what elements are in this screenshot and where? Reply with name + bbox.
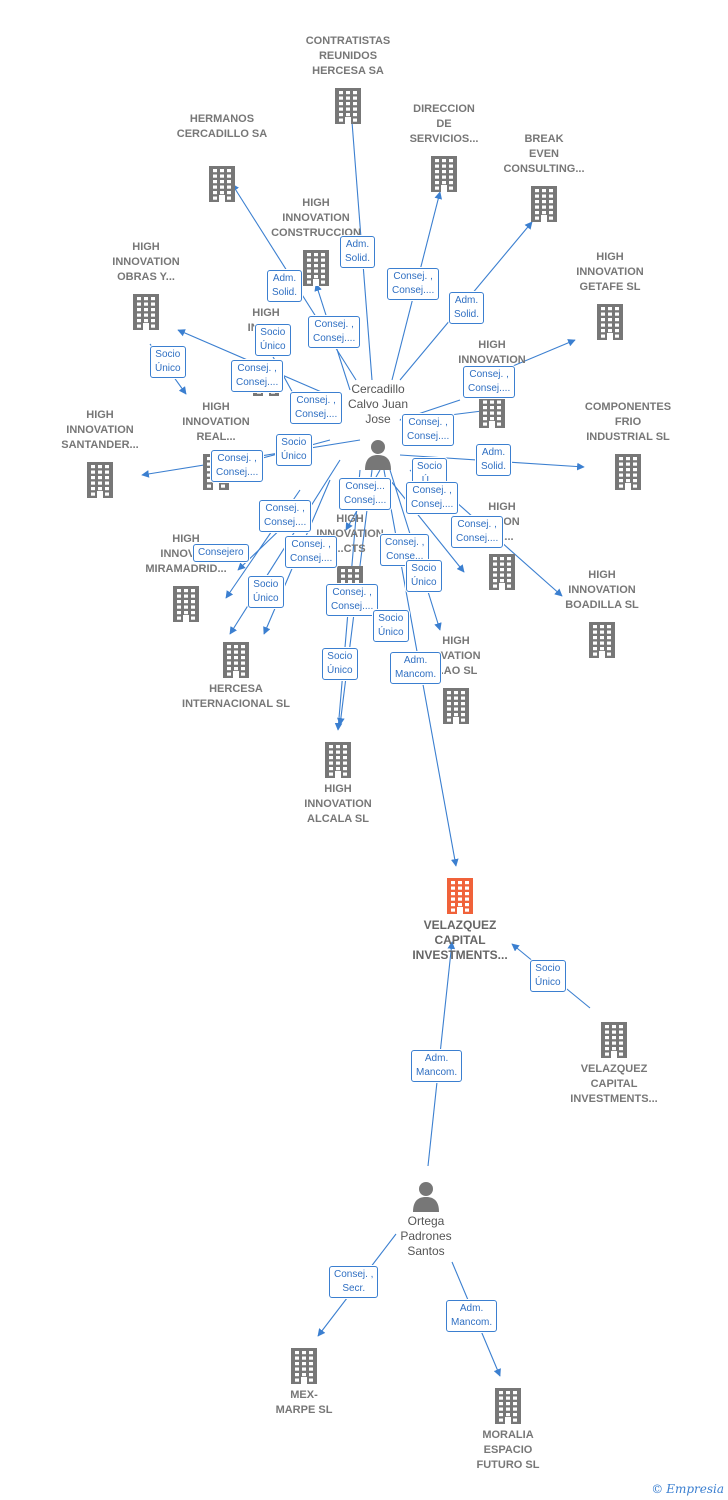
relation-badge[interactable]: Adm. Mancom. — [446, 1300, 498, 1332]
relation-badge[interactable]: Consej. , Secr. — [329, 1266, 379, 1298]
building-icon — [300, 248, 332, 286]
company-label: DIRECCION DE SERVICIOS... — [409, 103, 479, 145]
brand-footer[interactable]: ©Empresia — [651, 1482, 724, 1496]
building-icon — [428, 154, 460, 192]
relation-badge[interactable]: Adm. Solid. — [267, 270, 303, 302]
relation-badge[interactable]: Consej. , Consej.... — [285, 536, 338, 568]
relation-badge[interactable]: Socio Único — [276, 434, 312, 466]
relation-badge[interactable]: Socio Único — [322, 648, 358, 680]
relation-badge[interactable]: Socio Único — [248, 576, 284, 608]
company-label: BREAK EVEN CONSULTING... — [503, 133, 585, 175]
company-label: HERCESA INTERNACIONAL SL — [182, 683, 290, 710]
relation-badge[interactable]: Consej. , Consej.... — [290, 392, 343, 424]
relation-badge[interactable]: Adm. Solid. — [340, 236, 376, 268]
relation-badge[interactable]: Adm. Solid. — [449, 292, 485, 324]
person-icon — [411, 1180, 441, 1212]
company-label: HIGH INNOVATION REAL... — [182, 401, 250, 443]
relation-badge[interactable]: Consej. , Consej.... — [463, 366, 516, 398]
relation-badge[interactable]: Socio Único — [373, 610, 409, 642]
company-label: MEX- MARPE SL — [275, 1389, 333, 1416]
company-label: MORALIA ESPACIO FUTURO SL — [476, 1429, 540, 1471]
relation-badge[interactable]: Consej. , Consej.... — [387, 268, 440, 300]
company-label: VELAZQUEZ CAPITAL INVESTMENTS... — [570, 1063, 658, 1105]
company-label: CONTRATISTAS REUNIDOS HERCESA SA — [305, 35, 391, 77]
building-icon — [288, 1346, 320, 1384]
building-icon — [594, 302, 626, 340]
company-label: HIGH ...VATION ...AO SL — [431, 635, 481, 677]
building-icon — [206, 164, 238, 202]
company-label: HERMANOS CERCADILLO SA — [176, 113, 268, 140]
relation-badge[interactable]: Adm. Mancom. — [411, 1050, 463, 1082]
building-icon — [444, 876, 476, 914]
company-label: HIGH INNOVATION SANTANDER... — [61, 409, 139, 451]
building-icon — [322, 740, 354, 778]
person-label: Ortega Padrones Santos — [400, 1214, 452, 1258]
relation-badge[interactable]: Socio Único — [255, 324, 291, 356]
copyright-icon: © — [651, 1482, 664, 1496]
relation-badge[interactable]: Adm. Mancom. — [390, 652, 442, 684]
relation-badge[interactable]: Consej. , Consej.... — [402, 414, 455, 446]
company-label: HIGH INNOVATION GETAFE SL — [576, 251, 644, 293]
building-icon — [130, 292, 162, 330]
company-label: HIGH INNOVATION CONSTRUCCION — [271, 197, 361, 239]
relation-badge[interactable]: Consejero — [193, 544, 249, 562]
building-icon — [440, 686, 472, 724]
relation-badge[interactable]: Consej. , Consej.... — [211, 450, 264, 482]
relation-badge[interactable]: Socio Único — [406, 560, 442, 592]
building-icon — [486, 552, 518, 590]
relation-badge[interactable]: Socio Único — [150, 346, 186, 378]
relation-badge[interactable]: Consej. , Consej.... — [326, 584, 379, 616]
company-label: HIGH INNOVATION OBRAS Y... — [112, 241, 180, 283]
relation-badge[interactable]: Adm. Solid. — [476, 444, 512, 476]
relation-edge — [389, 479, 465, 573]
person-label: Cercadillo Calvo Juan Jose — [347, 382, 409, 426]
relation-badge[interactable]: Consej... Consej.... — [339, 478, 392, 510]
company-label: COMPONENTES FRIO INDUSTRIAL SL — [584, 401, 672, 443]
company-label: VELAZQUEZ CAPITAL INVESTMENTS... — [412, 918, 508, 962]
relation-badge[interactable]: Consej. , Consej.... — [406, 482, 459, 514]
building-icon — [84, 460, 116, 498]
relation-badge[interactable]: Consej. , Consej.... — [231, 360, 284, 392]
building-icon — [586, 620, 618, 658]
building-icon — [528, 184, 560, 222]
building-icon — [332, 86, 364, 124]
building-icon — [612, 452, 644, 490]
brand-logo-text: Empresia — [666, 1482, 724, 1496]
building-icon — [170, 584, 202, 622]
relation-badge[interactable]: Consej. , Consej.... — [308, 316, 361, 348]
relation-badge[interactable]: Consej. , Consej.... — [451, 516, 504, 548]
company-label: HIGH INNOVATION BOADILLA SL — [565, 569, 639, 611]
person-icon — [363, 438, 393, 470]
building-icon — [492, 1386, 524, 1424]
company-label: HIGH INNOVATION ALCALA SL — [304, 783, 372, 825]
building-icon — [220, 640, 252, 678]
building-icon — [598, 1020, 630, 1058]
relation-badge[interactable]: Consej. , Consej.... — [259, 500, 312, 532]
relation-badge[interactable]: Socio Único — [530, 960, 566, 992]
